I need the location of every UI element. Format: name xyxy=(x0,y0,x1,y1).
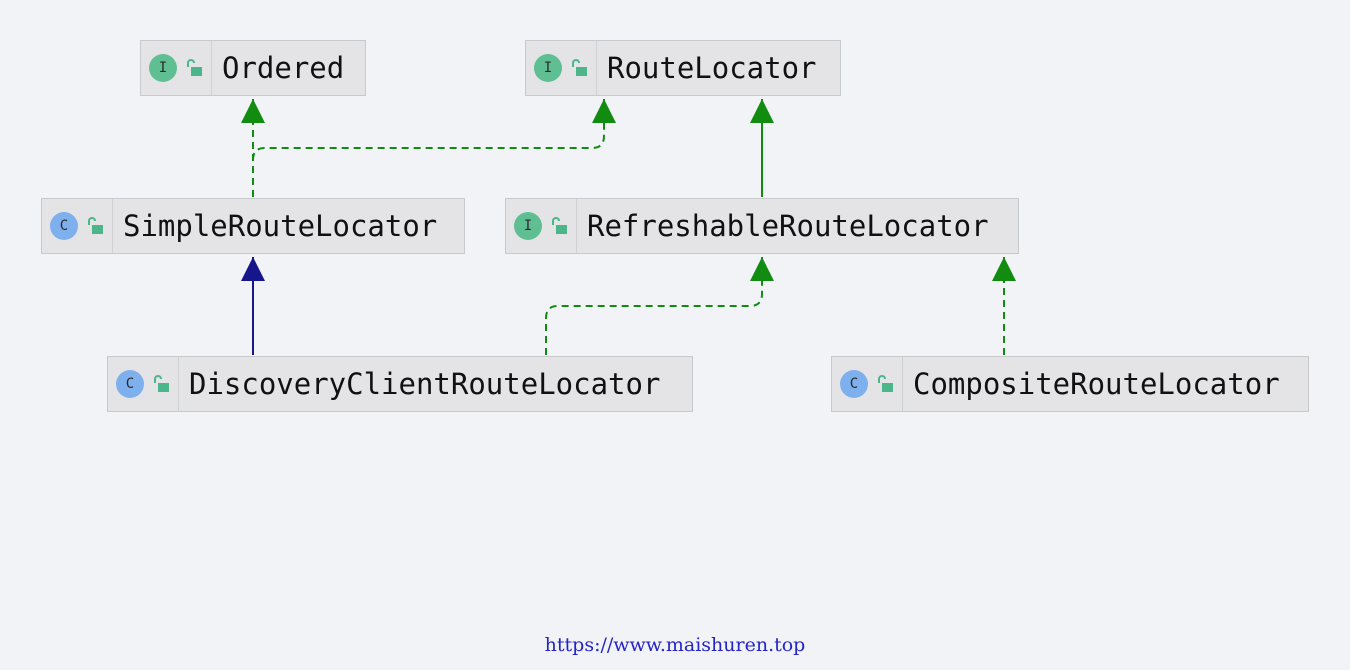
footer-url: https://www.maishuren.top xyxy=(544,634,806,656)
edge-discovery-implements-refreshable xyxy=(545,257,774,355)
class-icon: C xyxy=(116,370,144,398)
node-name: CompositeRouteLocator xyxy=(913,367,1280,401)
node-ordered[interactable]: I Ordered xyxy=(140,40,366,96)
interface-icon: I xyxy=(534,54,562,82)
node-name: Ordered xyxy=(222,51,345,85)
unlocked-padlock-icon xyxy=(572,59,587,76)
node-routelocator[interactable]: I RouteLocator xyxy=(525,40,841,96)
node-name: SimpleRouteLocator xyxy=(123,209,438,243)
node-icons: I xyxy=(506,199,577,253)
class-icon: C xyxy=(840,370,868,398)
node-name: RouteLocator xyxy=(607,51,817,85)
node-name: RefreshableRouteLocator xyxy=(587,209,989,243)
node-icons: C xyxy=(42,199,113,253)
node-discoveryclientroutelocator[interactable]: C DiscoveryClientRouteLocator xyxy=(107,356,693,412)
edge-simple-implements-routelocator xyxy=(252,99,616,161)
unlocked-padlock-icon xyxy=(88,217,103,234)
unlocked-padlock-icon xyxy=(187,59,202,76)
node-refreshableroutelocator[interactable]: I RefreshableRouteLocator xyxy=(505,198,1019,254)
class-icon: C xyxy=(50,212,78,240)
node-simpleroutelocator[interactable]: C SimpleRouteLocator xyxy=(41,198,465,254)
node-icons: I xyxy=(526,41,597,95)
interface-icon: I xyxy=(149,54,177,82)
node-icons: I xyxy=(141,41,212,95)
node-compositeroutelocator[interactable]: C CompositeRouteLocator xyxy=(831,356,1309,412)
node-name: DiscoveryClientRouteLocator xyxy=(189,367,661,401)
node-icons: C xyxy=(832,357,903,411)
node-icons: C xyxy=(108,357,179,411)
unlocked-padlock-icon xyxy=(878,375,893,392)
unlocked-padlock-icon xyxy=(552,217,567,234)
interface-icon: I xyxy=(514,212,542,240)
unlocked-padlock-icon xyxy=(154,375,169,392)
